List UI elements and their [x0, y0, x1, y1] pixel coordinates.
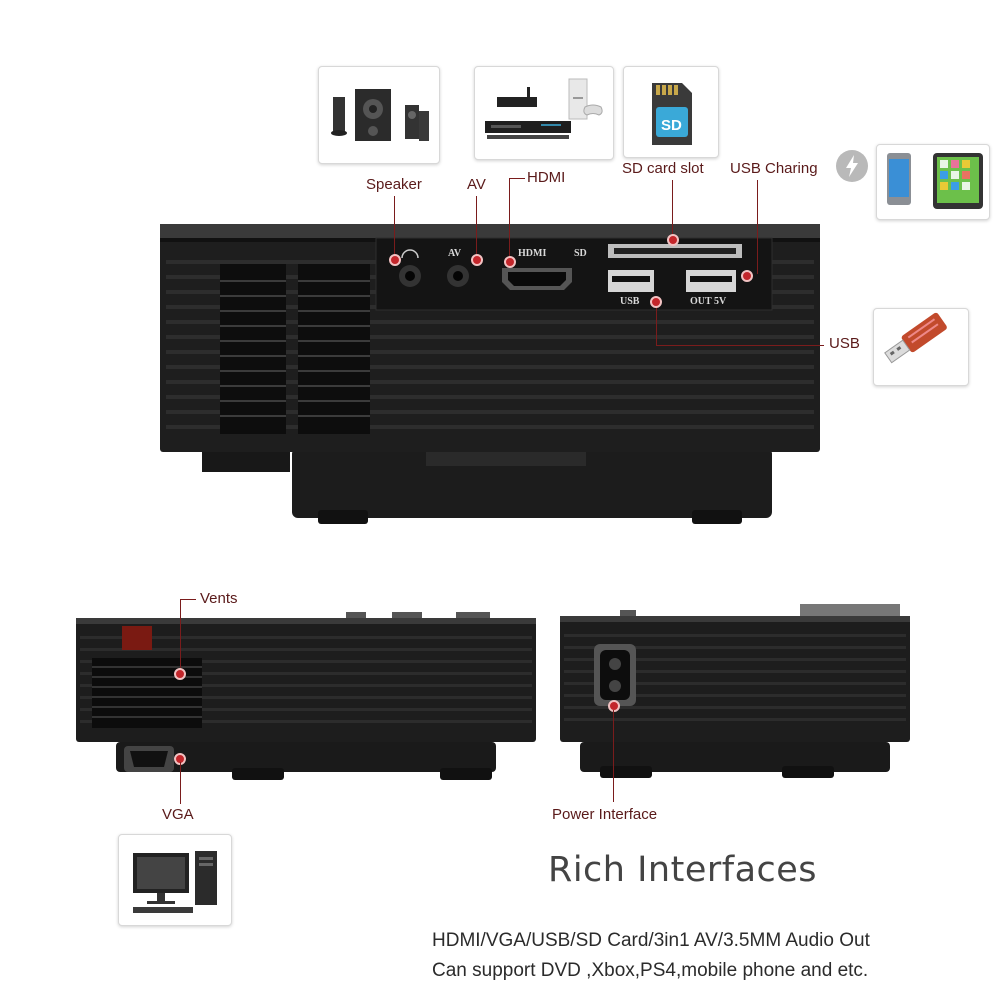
projector-rear-body	[160, 224, 820, 524]
speaker-label: Speaker	[366, 176, 422, 193]
lightning-icon	[836, 150, 868, 182]
usb-charging-dot	[741, 270, 753, 282]
usb-label: USB	[829, 335, 860, 352]
vents-dot	[174, 668, 186, 680]
vga-leader	[180, 762, 181, 804]
usb-leader-h	[656, 345, 824, 346]
hdmi-label: HDMI	[527, 169, 566, 186]
vents-leader-h	[180, 599, 196, 600]
hdmi-leader	[509, 178, 510, 260]
speaker-dot	[389, 254, 401, 266]
usb-dot	[650, 296, 662, 308]
description-line-1: HDMI/VGA/USB/SD Card/3in1 AV/3.5MM Audio…	[432, 930, 870, 951]
computer-thumbnail	[118, 834, 232, 926]
headline: Rich Interfaces	[548, 850, 818, 890]
sd-leader	[672, 180, 673, 238]
projector-left-body	[76, 612, 536, 780]
av-dot	[471, 254, 483, 266]
sd-card-thumbnail: SD	[623, 66, 719, 158]
panel-av-text: AV	[448, 248, 462, 259]
usb-charging-thumbnail	[876, 144, 990, 220]
power-dot	[608, 700, 620, 712]
projector-side-view-right	[560, 604, 912, 788]
sd-card-icon-text: SD	[661, 117, 682, 134]
projector-rear-view: AV HDMI SD USB OUT 5V	[158, 220, 822, 540]
projector-side-view-left	[76, 610, 538, 786]
vents-leader	[180, 599, 181, 673]
vga-label: VGA	[162, 806, 194, 823]
usb-charging-label: USB Charing	[730, 160, 818, 177]
panel-usb-text: USB	[620, 296, 640, 307]
panel-out5v-text: OUT 5V	[690, 296, 727, 307]
desktop-computer-icon	[133, 851, 217, 913]
power-interface-label: Power Interface	[552, 806, 658, 823]
power-leader	[613, 710, 614, 802]
description-line-2: Can support DVD ,Xbox,PS4,mobile phone a…	[432, 960, 869, 981]
usb-stick-icon	[884, 312, 947, 364]
av-leader	[476, 196, 477, 258]
av-label: AV	[467, 176, 486, 193]
panel-sd-text: SD	[574, 248, 587, 259]
sd-dot	[667, 234, 679, 246]
vents-label: Vents	[200, 590, 238, 607]
projector-right-body	[560, 604, 910, 778]
sd-card-icon	[652, 83, 692, 145]
usb-stick-thumbnail	[873, 308, 969, 386]
usb-leader-v	[656, 300, 657, 346]
dvd-console-icon	[485, 78, 603, 139]
av-devices-thumbnail	[474, 66, 614, 160]
speaker-thumbnail	[318, 66, 440, 164]
speaker-leader	[394, 196, 395, 258]
hdmi-dot	[504, 256, 516, 268]
phone-tablet-icon	[887, 153, 983, 209]
usb-charging-leader	[757, 180, 758, 274]
speaker-set-icon	[331, 89, 429, 141]
sd-card-slot-label: SD card slot	[622, 160, 704, 177]
panel-hdmi-text: HDMI	[518, 248, 547, 259]
hdmi-leader-h	[509, 178, 525, 179]
